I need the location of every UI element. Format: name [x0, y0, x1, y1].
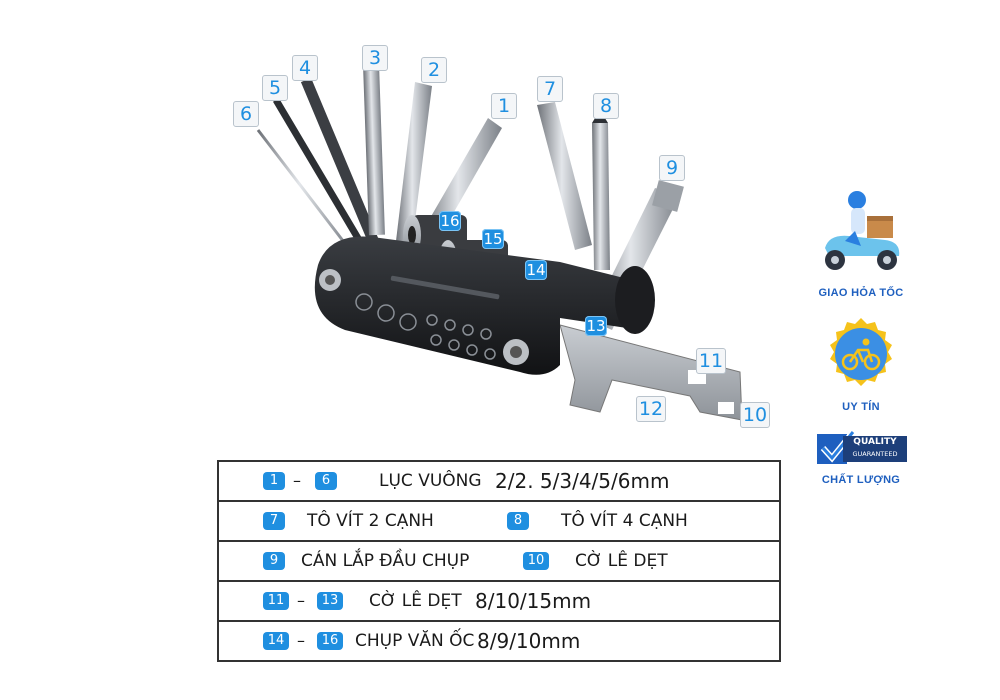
tool-body-rear	[615, 266, 655, 334]
callout-15: 15	[482, 229, 504, 249]
tool-sizes: 8/10/15mm	[475, 589, 592, 613]
callout-6: 6	[233, 101, 259, 127]
screwdriver-7	[537, 102, 592, 250]
badge-trust-label: UY TÍN	[842, 401, 880, 413]
table-row: 7 TÔ VÍT 2 CẠNH 8 TÔ VÍT 4 CẠNH	[219, 502, 779, 542]
table-row: 1 – 6 LỤC VUÔNG 2/2. 5/3/4/5/6mm	[219, 462, 779, 502]
num-chip: 13	[317, 592, 343, 610]
tool-name: TÔ VÍT 2 CẠNH	[307, 511, 434, 531]
allen-key-1	[422, 118, 502, 240]
num-chip: 8	[507, 512, 529, 530]
cyclist-badge-icon	[830, 318, 892, 386]
quality-banner-line2: GUARANTEED	[852, 450, 898, 458]
badge-trust: UY TÍN	[806, 316, 916, 413]
tool-name: CÁN LẮP ĐẦU CHỤP	[301, 551, 470, 571]
num-chip: 10	[523, 552, 549, 570]
callout-12: 12	[636, 396, 666, 422]
table-row: 9 CÁN LẮP ĐẦU CHỤP 10 CỜ LÊ DẸT	[219, 542, 779, 582]
callout-10: 10	[740, 402, 770, 428]
callout-14: 14	[525, 260, 547, 280]
range-dash: –	[293, 471, 301, 490]
table-row: 14 – 16 CHỤP VĂN ỐC 8/9/10mm	[219, 622, 779, 662]
allen-key-4	[300, 77, 379, 243]
callout-1: 1	[491, 93, 517, 119]
quality-banner-line1: QUALITY	[853, 437, 897, 447]
screwdriver-8	[592, 110, 610, 270]
tool-name: LỤC VUÔNG	[379, 471, 482, 491]
callout-11: 11	[696, 348, 726, 374]
num-chip: 6	[315, 472, 337, 490]
num-chip: 14	[263, 632, 289, 650]
scooter-delivery-icon	[825, 191, 900, 270]
num-chip: 11	[263, 592, 289, 610]
range-dash: –	[297, 591, 305, 610]
badge-quality: QUALITY GUARANTEED CHẤT LƯỢNG	[806, 428, 916, 486]
callout-4: 4	[292, 55, 318, 81]
allen-key-6	[256, 129, 352, 251]
allen-key-2	[396, 82, 432, 245]
callout-16: 16	[439, 211, 461, 231]
callout-9: 9	[659, 155, 685, 181]
callout-5: 5	[262, 75, 288, 101]
num-chip: 1	[263, 472, 285, 490]
num-chip: 16	[317, 632, 343, 650]
allen-key-3	[363, 69, 385, 236]
tool-body	[314, 236, 650, 375]
range-dash: –	[297, 631, 305, 650]
quality-guaranteed-stamp: QUALITY GUARANTEED	[815, 428, 907, 468]
tool-sizes: 8/9/10mm	[477, 629, 581, 653]
callout-7: 7	[537, 76, 563, 102]
badge-delivery-label: GIAO HỎA TỐC	[818, 287, 904, 299]
callout-13: 13	[585, 316, 607, 336]
tool-sizes: 2/2. 5/3/4/5/6mm	[495, 469, 670, 493]
badge-delivery: GIAO HỎA TỐC	[806, 186, 916, 299]
spec-table: 1 – 6 LỤC VUÔNG 2/2. 5/3/4/5/6mm 7 TÔ VÍ…	[217, 460, 781, 662]
tool-name: CỜ LÊ DẸT	[575, 551, 668, 571]
wrench-plate	[559, 324, 743, 421]
callout-2: 2	[421, 57, 447, 83]
num-chip: 9	[263, 552, 285, 570]
tool-name: TÔ VÍT 4 CẠNH	[561, 511, 688, 531]
allen-key-5	[272, 98, 366, 247]
num-chip: 7	[263, 512, 285, 530]
tool-name: CỜ LÊ DẸT	[369, 591, 462, 611]
tool-name: CHỤP VĂN ỐC	[355, 631, 475, 651]
badge-quality-label: CHẤT LƯỢNG	[821, 474, 901, 486]
callout-3: 3	[362, 45, 388, 71]
table-row: 11 – 13 CỜ LÊ DẸT 8/10/15mm	[219, 582, 779, 622]
quality-banner: QUALITY GUARANTEED	[843, 436, 907, 462]
callout-8: 8	[593, 93, 619, 119]
